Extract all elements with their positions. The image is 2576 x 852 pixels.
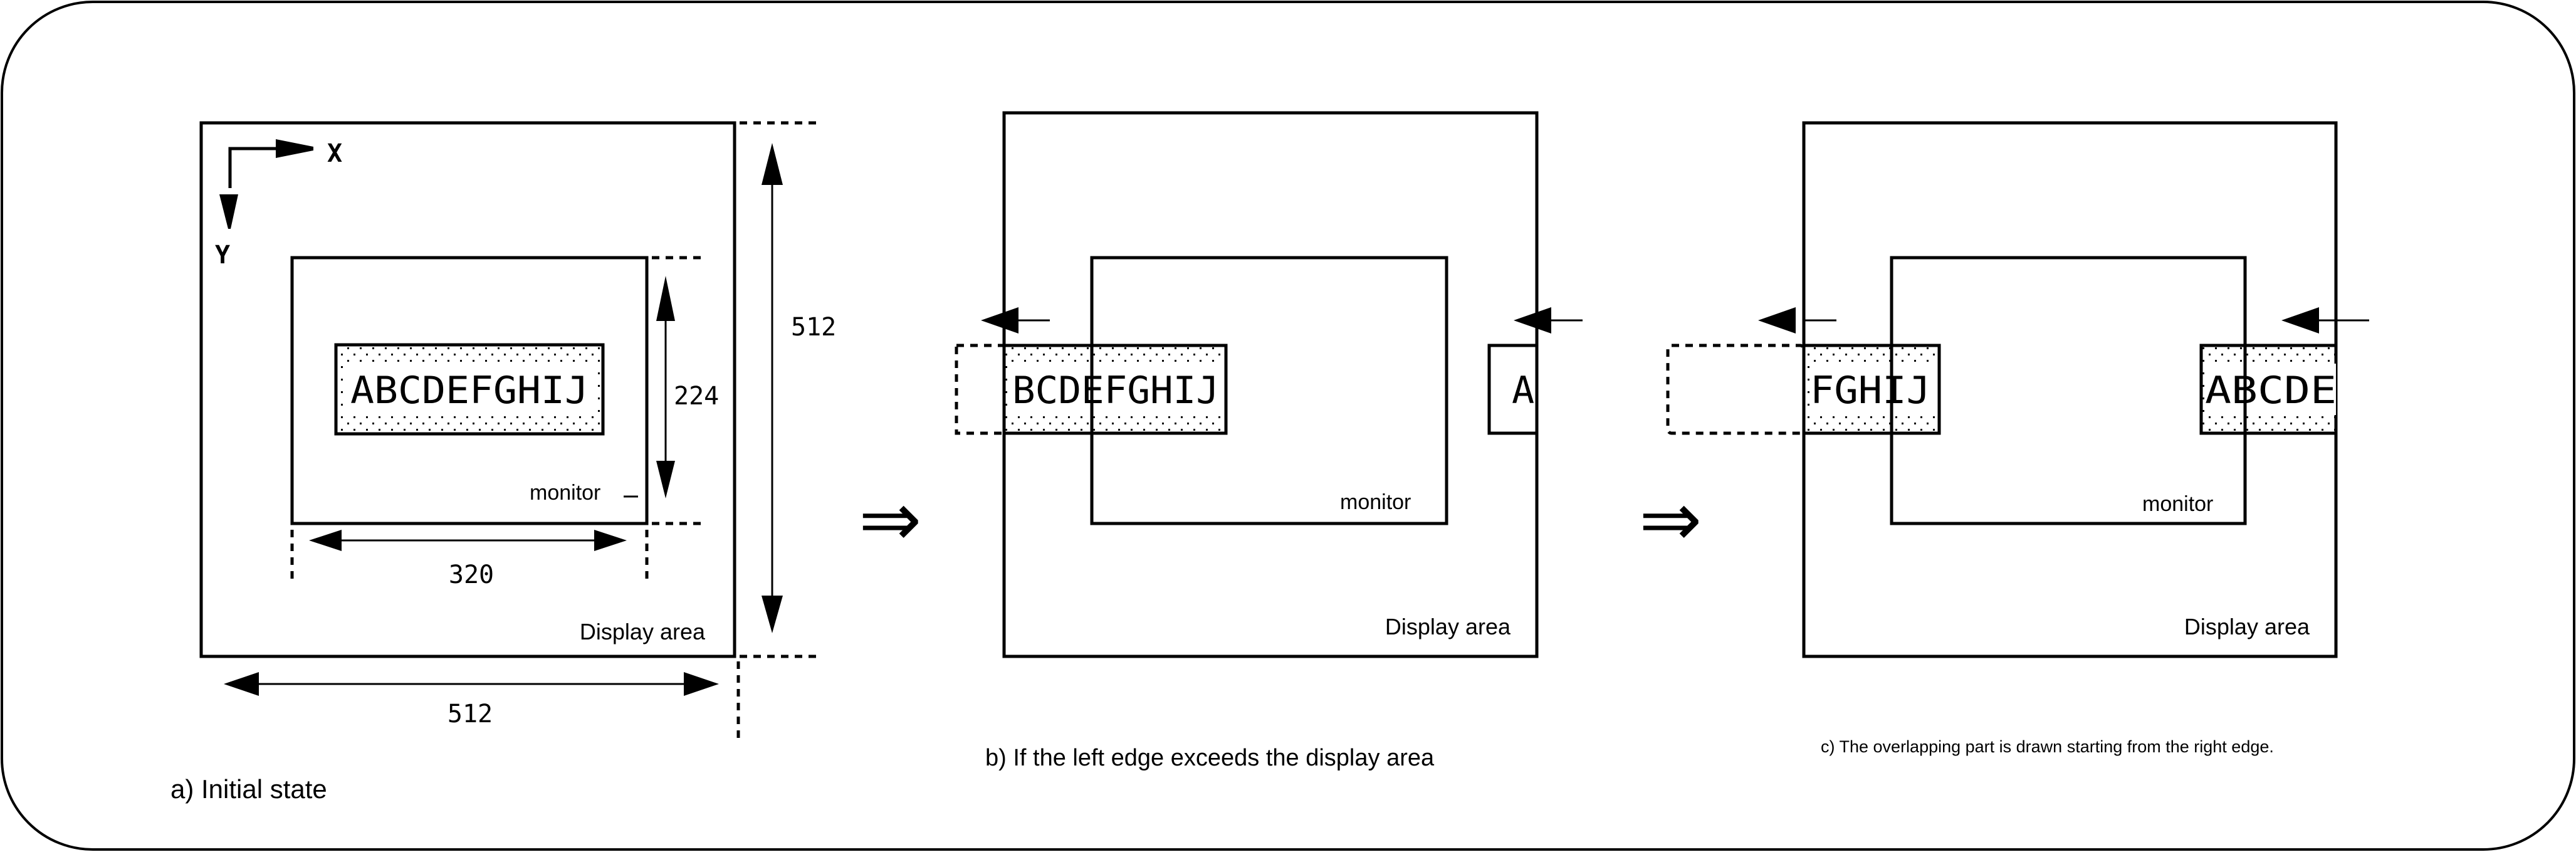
display-area-label: Display area [1385,614,1511,639]
text-fragment-left-label: BCDEFGHIJ [1012,369,1219,413]
panel-a-caption: a) Initial state [170,774,327,804]
dim-monitor-height-label: 224 [674,382,719,411]
text-fragment-right [1487,344,1539,435]
panel-a: X Y monitor ABCDEFGHIJ 224 320 [170,121,836,804]
dimension-display-width: 512 [224,661,740,743]
dim-monitor-width-label: 320 [449,560,494,589]
panel-b: monitor BCDEFGHIJ A Display area b) If t… [955,111,1583,771]
left-arrow-icon [1758,307,1836,334]
monitor-box [1890,256,2247,525]
dimension-monitor-height: 224 [652,256,719,525]
left-arrow-icon [1514,307,1583,334]
x-axis-label: X [327,139,342,168]
text-fragment-left-label: FGHIJ [1810,369,1930,413]
left-arrow-icon [981,307,1050,334]
double-right-arrow-icon: ⇒ [859,478,922,562]
text-fragment-right-label: A [1512,369,1534,413]
offscreen-ghost-box [955,344,1006,435]
dim-display-width-label: 512 [448,700,493,728]
x-axis-arrow-icon [276,139,313,158]
offscreen-ghost-box [1666,344,1806,435]
dimension-monitor-width: 320 [290,530,649,589]
left-arrow-icon [2281,307,2369,334]
text-fragment-right-label: ABCDE [2205,369,2337,413]
display-area-label: Display area [2184,614,2310,639]
panel-b-caption: b) If the left edge exceeds the display … [985,745,1435,771]
panel-c: monitor FGHIJ ABCDE Display area c) The … [1666,121,2369,756]
dimension-display-height: 512 [740,121,836,658]
y-axis-arrow-icon [219,194,238,229]
display-area-box [199,121,736,658]
text-string: ABCDEFGHIJ [350,369,589,413]
monitor-label: monitor [1340,490,1411,514]
monitor-label: monitor [2142,492,2213,516]
display-area-label: Display area [580,619,706,644]
axis-indicator: X Y [215,139,342,270]
y-axis-label: Y [215,241,230,270]
dim-display-height-label: 512 [791,313,836,342]
panel-c-caption: c) The overlapping part is drawn startin… [1821,737,2274,756]
monitor-box [290,256,649,525]
double-right-arrow-icon: ⇒ [1639,478,1702,562]
monitor-label: monitor [530,481,600,505]
